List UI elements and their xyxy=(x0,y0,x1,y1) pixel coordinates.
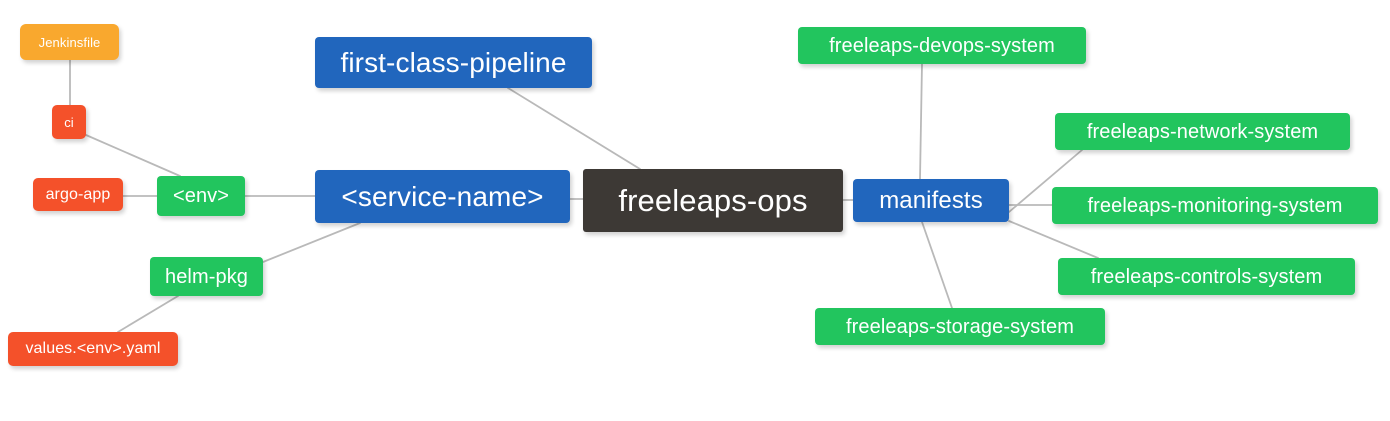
node-pipeline[interactable]: first-class-pipeline xyxy=(315,37,592,88)
node-service-name[interactable]: <service-name> xyxy=(315,170,570,223)
node-env[interactable]: <env> xyxy=(157,176,245,216)
node-label: values.<env>.yaml xyxy=(25,340,161,357)
node-label: freeleaps-ops xyxy=(618,183,808,218)
node-root[interactable]: freeleaps-ops xyxy=(583,169,843,232)
node-label: freeleaps-devops-system xyxy=(829,34,1055,57)
node-label: freeleaps-network-system xyxy=(1086,120,1319,143)
edge-manifests-to-controls xyxy=(1008,220,1099,259)
node-label: manifests xyxy=(879,186,983,214)
node-label: <env> xyxy=(172,185,230,207)
edge-pipeline-to-root xyxy=(507,87,641,170)
node-jenkinsfile[interactable]: Jenkinsfile xyxy=(20,24,119,60)
node-label: Jenkinsfile xyxy=(38,34,101,50)
node-controls[interactable]: freeleaps-controls-system xyxy=(1058,258,1355,295)
edge-helm-pkg-to-values-yaml xyxy=(117,295,179,333)
edge-manifests-to-devops xyxy=(919,63,923,180)
node-label: first-class-pipeline xyxy=(340,46,567,78)
node-devops[interactable]: freeleaps-devops-system xyxy=(798,27,1086,64)
node-label: freeleaps-controls-system xyxy=(1090,265,1323,288)
node-label: argo-app xyxy=(45,185,111,203)
node-argo-app[interactable]: argo-app xyxy=(33,178,123,211)
edge-service-name-to-helm-pkg xyxy=(262,222,361,263)
node-label: ci xyxy=(64,114,74,130)
node-network[interactable]: freeleaps-network-system xyxy=(1055,113,1350,150)
node-values-yaml[interactable]: values.<env>.yaml xyxy=(8,332,178,366)
edge-manifests-to-storage xyxy=(921,221,953,309)
node-label: freeleaps-storage-system xyxy=(845,315,1075,338)
node-helm-pkg[interactable]: helm-pkg xyxy=(150,257,263,296)
node-storage[interactable]: freeleaps-storage-system xyxy=(815,308,1105,345)
node-label: <service-name> xyxy=(341,180,544,212)
node-label: helm-pkg xyxy=(164,265,249,288)
node-label: freeleaps-monitoring-system xyxy=(1087,194,1343,217)
edge-ci-to-env xyxy=(85,134,181,177)
node-monitoring[interactable]: freeleaps-monitoring-system xyxy=(1052,187,1378,224)
node-ci[interactable]: ci xyxy=(52,105,86,139)
node-manifests[interactable]: manifests xyxy=(853,179,1009,222)
